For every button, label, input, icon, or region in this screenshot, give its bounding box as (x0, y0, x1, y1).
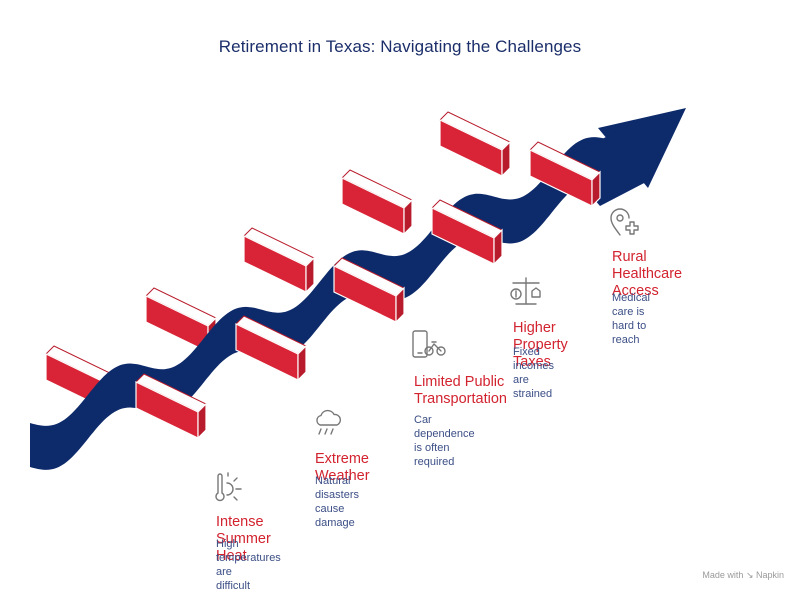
barrier-back-4-end (403, 198, 413, 236)
challenge-description: Medical care is hard to reach (612, 292, 650, 346)
challenge-description: High temperatures are difficult (216, 538, 281, 592)
barrier-front-5-end (591, 170, 601, 208)
challenge-description: Car dependence is often required (414, 414, 475, 468)
challenge-heading: Extreme Weather (315, 451, 370, 484)
challenge-description: Fixed incomes are strained (513, 346, 554, 400)
challenge-heading: Intense Summer Heat (216, 514, 271, 564)
footer-credit: Made with ↘ Napkin (702, 570, 784, 580)
scale-money-house-icon (510, 277, 541, 305)
barrier-front-2-end (297, 344, 307, 382)
barrier-front-4-end (493, 228, 503, 266)
barrier-back-3-end (305, 256, 315, 294)
arrow-head (598, 108, 686, 188)
challenge-heading: Higher Property Taxes (513, 320, 568, 370)
arrow-neck (560, 130, 650, 206)
thermometer-sun-icon (215, 472, 242, 502)
location-medical-icon (610, 208, 639, 236)
barrier-front-1-end (197, 402, 207, 440)
barrier-front-3-end (395, 286, 405, 324)
challenge-heading: Rural Healthcare Access (612, 249, 683, 299)
barrier-back-5-end (501, 140, 511, 178)
challenge-description: Natural disasters cause damage (315, 475, 360, 529)
phone-bicycle-icon (412, 330, 446, 358)
storm-cloud-icon (316, 409, 342, 435)
challenge-heading: Limited Public Transportation (414, 374, 507, 407)
diagram-title: Retirement in Texas: Navigating the Chal… (218, 37, 582, 56)
